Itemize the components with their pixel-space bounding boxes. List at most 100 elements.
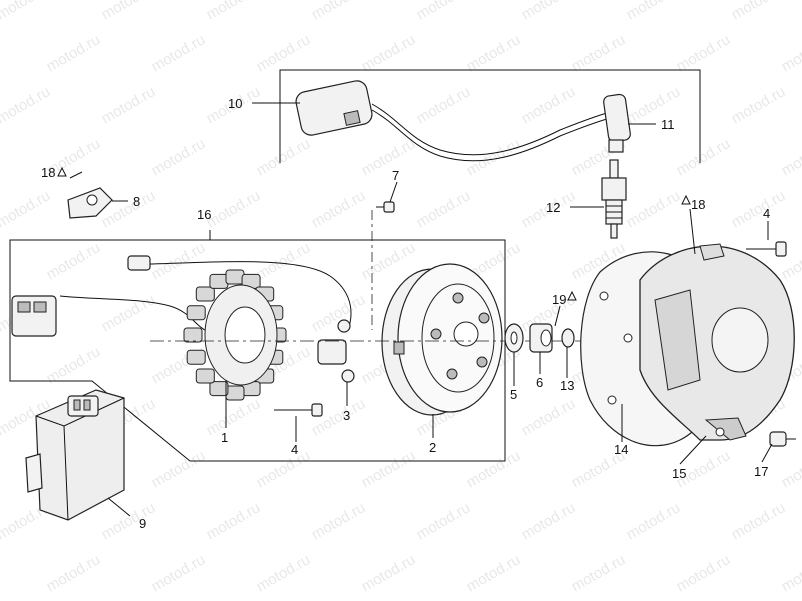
watermark-text: motod.ru [149,135,209,179]
watermark-text: motod.ru [464,135,524,179]
watermark-text: motod.ru [254,31,314,75]
watermark-text: motod.ru [779,31,802,75]
watermark-text: motod.ru [519,83,579,127]
watermark-text: motod.ru [519,0,579,23]
watermark-text: motod.ru [359,551,419,595]
washer-5 [504,323,524,353]
watermark-text: motod.ru [359,447,419,491]
watermark-text: motod.ru [149,239,209,283]
leader-lines [69,102,773,517]
watermark-text: motod.ru [149,447,209,491]
callout-16: 16 [197,207,211,222]
watermark-text: motod.ru [149,31,209,75]
pickup-sensor [317,319,355,383]
watermark-text: motod.ru [624,187,684,231]
watermark-text: motod.ru [414,0,474,23]
watermark-text: motod.ru [99,0,159,23]
stator [183,269,287,401]
callout-14: 14 [614,442,628,457]
generator-cover [639,243,795,441]
watermark-text: motod.ru [414,83,474,127]
watermark-text: motod.ru [779,135,802,179]
flywheel [381,263,503,416]
coil-group-frame [279,69,701,163]
stator-pole [186,349,206,365]
watermark-text: motod.ru [359,135,419,179]
watermark-text: motod.ru [254,135,314,179]
callout-18-right: 18 [691,197,705,212]
watermark-text: motod.ru [204,499,264,543]
callout-4-left: 4 [291,442,298,457]
callout-6: 6 [536,375,543,390]
watermark-text: motod.ru [0,0,53,23]
watermark-text: motod.ru [569,551,629,595]
drop-marker-18-left [57,166,67,177]
drop-marker-18-right [681,194,691,205]
callout-10: 10 [228,96,242,111]
watermark-text: motod.ru [674,551,734,595]
callouts: 10 11 12 18 8 7 16 1 2 3 4 5 6 13 19 14 … [41,96,770,531]
bolt-17 [769,431,796,447]
stator-pole [186,305,206,321]
watermark-text: motod.ru [309,0,369,23]
callout-15: 15 [672,466,686,481]
watermark-text: motod.ru [99,83,159,127]
spark-plug [601,159,627,239]
watermark-text: motod.ru [569,31,629,75]
watermark-text: motod.ru [729,499,789,543]
watermark-text: motod.ru [779,551,802,595]
callout-7: 7 [392,168,399,183]
watermark-text: motod.ru [674,31,734,75]
rubber-holder [67,187,113,219]
watermark-text: motod.ru [309,395,369,439]
watermark-text: motod.ru [204,395,264,439]
watermark-text: motod.ru [624,499,684,543]
watermark-text: motod.ru [149,551,209,595]
stator-pole [183,327,203,343]
bolt-4-left [274,403,323,417]
bolt-7 [376,201,395,213]
callout-5: 5 [510,387,517,402]
watermark-text: motod.ru [309,187,369,231]
watermark-text: motod.ru [464,551,524,595]
watermark-text: motod.ru [99,187,159,231]
bolt-4-right [746,241,787,257]
watermark-text: motod.ru [519,499,579,543]
watermark-text: motod.ru [729,187,789,231]
stator-pole [195,368,215,384]
watermark-text: motod.ru [464,31,524,75]
stator-pole [209,381,229,397]
watermark-text: motod.ru [44,551,104,595]
watermark-text: motod.ru [464,447,524,491]
watermark-text: motod.ru [254,447,314,491]
drop-marker-19 [567,290,577,301]
callout-18-left: 18 [41,165,55,180]
watermark-text: motod.ru [254,551,314,595]
watermark-text: motod.ru [0,83,53,127]
watermark-text: motod.ru [674,135,734,179]
stator-bore [224,306,266,364]
callout-19: 19 [552,292,566,307]
stator-pole [209,273,229,289]
callout-13: 13 [560,378,574,393]
callout-8: 8 [133,194,140,209]
nut-6 [529,323,553,353]
callout-4-right: 4 [763,206,770,221]
callout-17: 17 [754,464,768,479]
watermark-text: motod.ru [99,291,159,335]
watermark-text: motod.ru [414,499,474,543]
watermark-text: motod.ru [0,187,53,231]
callout-2: 2 [429,440,436,455]
watermark-text: motod.ru [779,447,802,491]
cdi-unit [25,389,125,521]
callout-1: 1 [221,430,228,445]
watermark-text: motod.ru [99,499,159,543]
watermark-text: motod.ru [204,0,264,23]
watermark-text: motod.ru [44,31,104,75]
nut-13 [561,328,575,348]
spark-plug-cap [603,93,631,153]
stator-group-frame [9,230,506,462]
ignition-coil [295,80,611,162]
